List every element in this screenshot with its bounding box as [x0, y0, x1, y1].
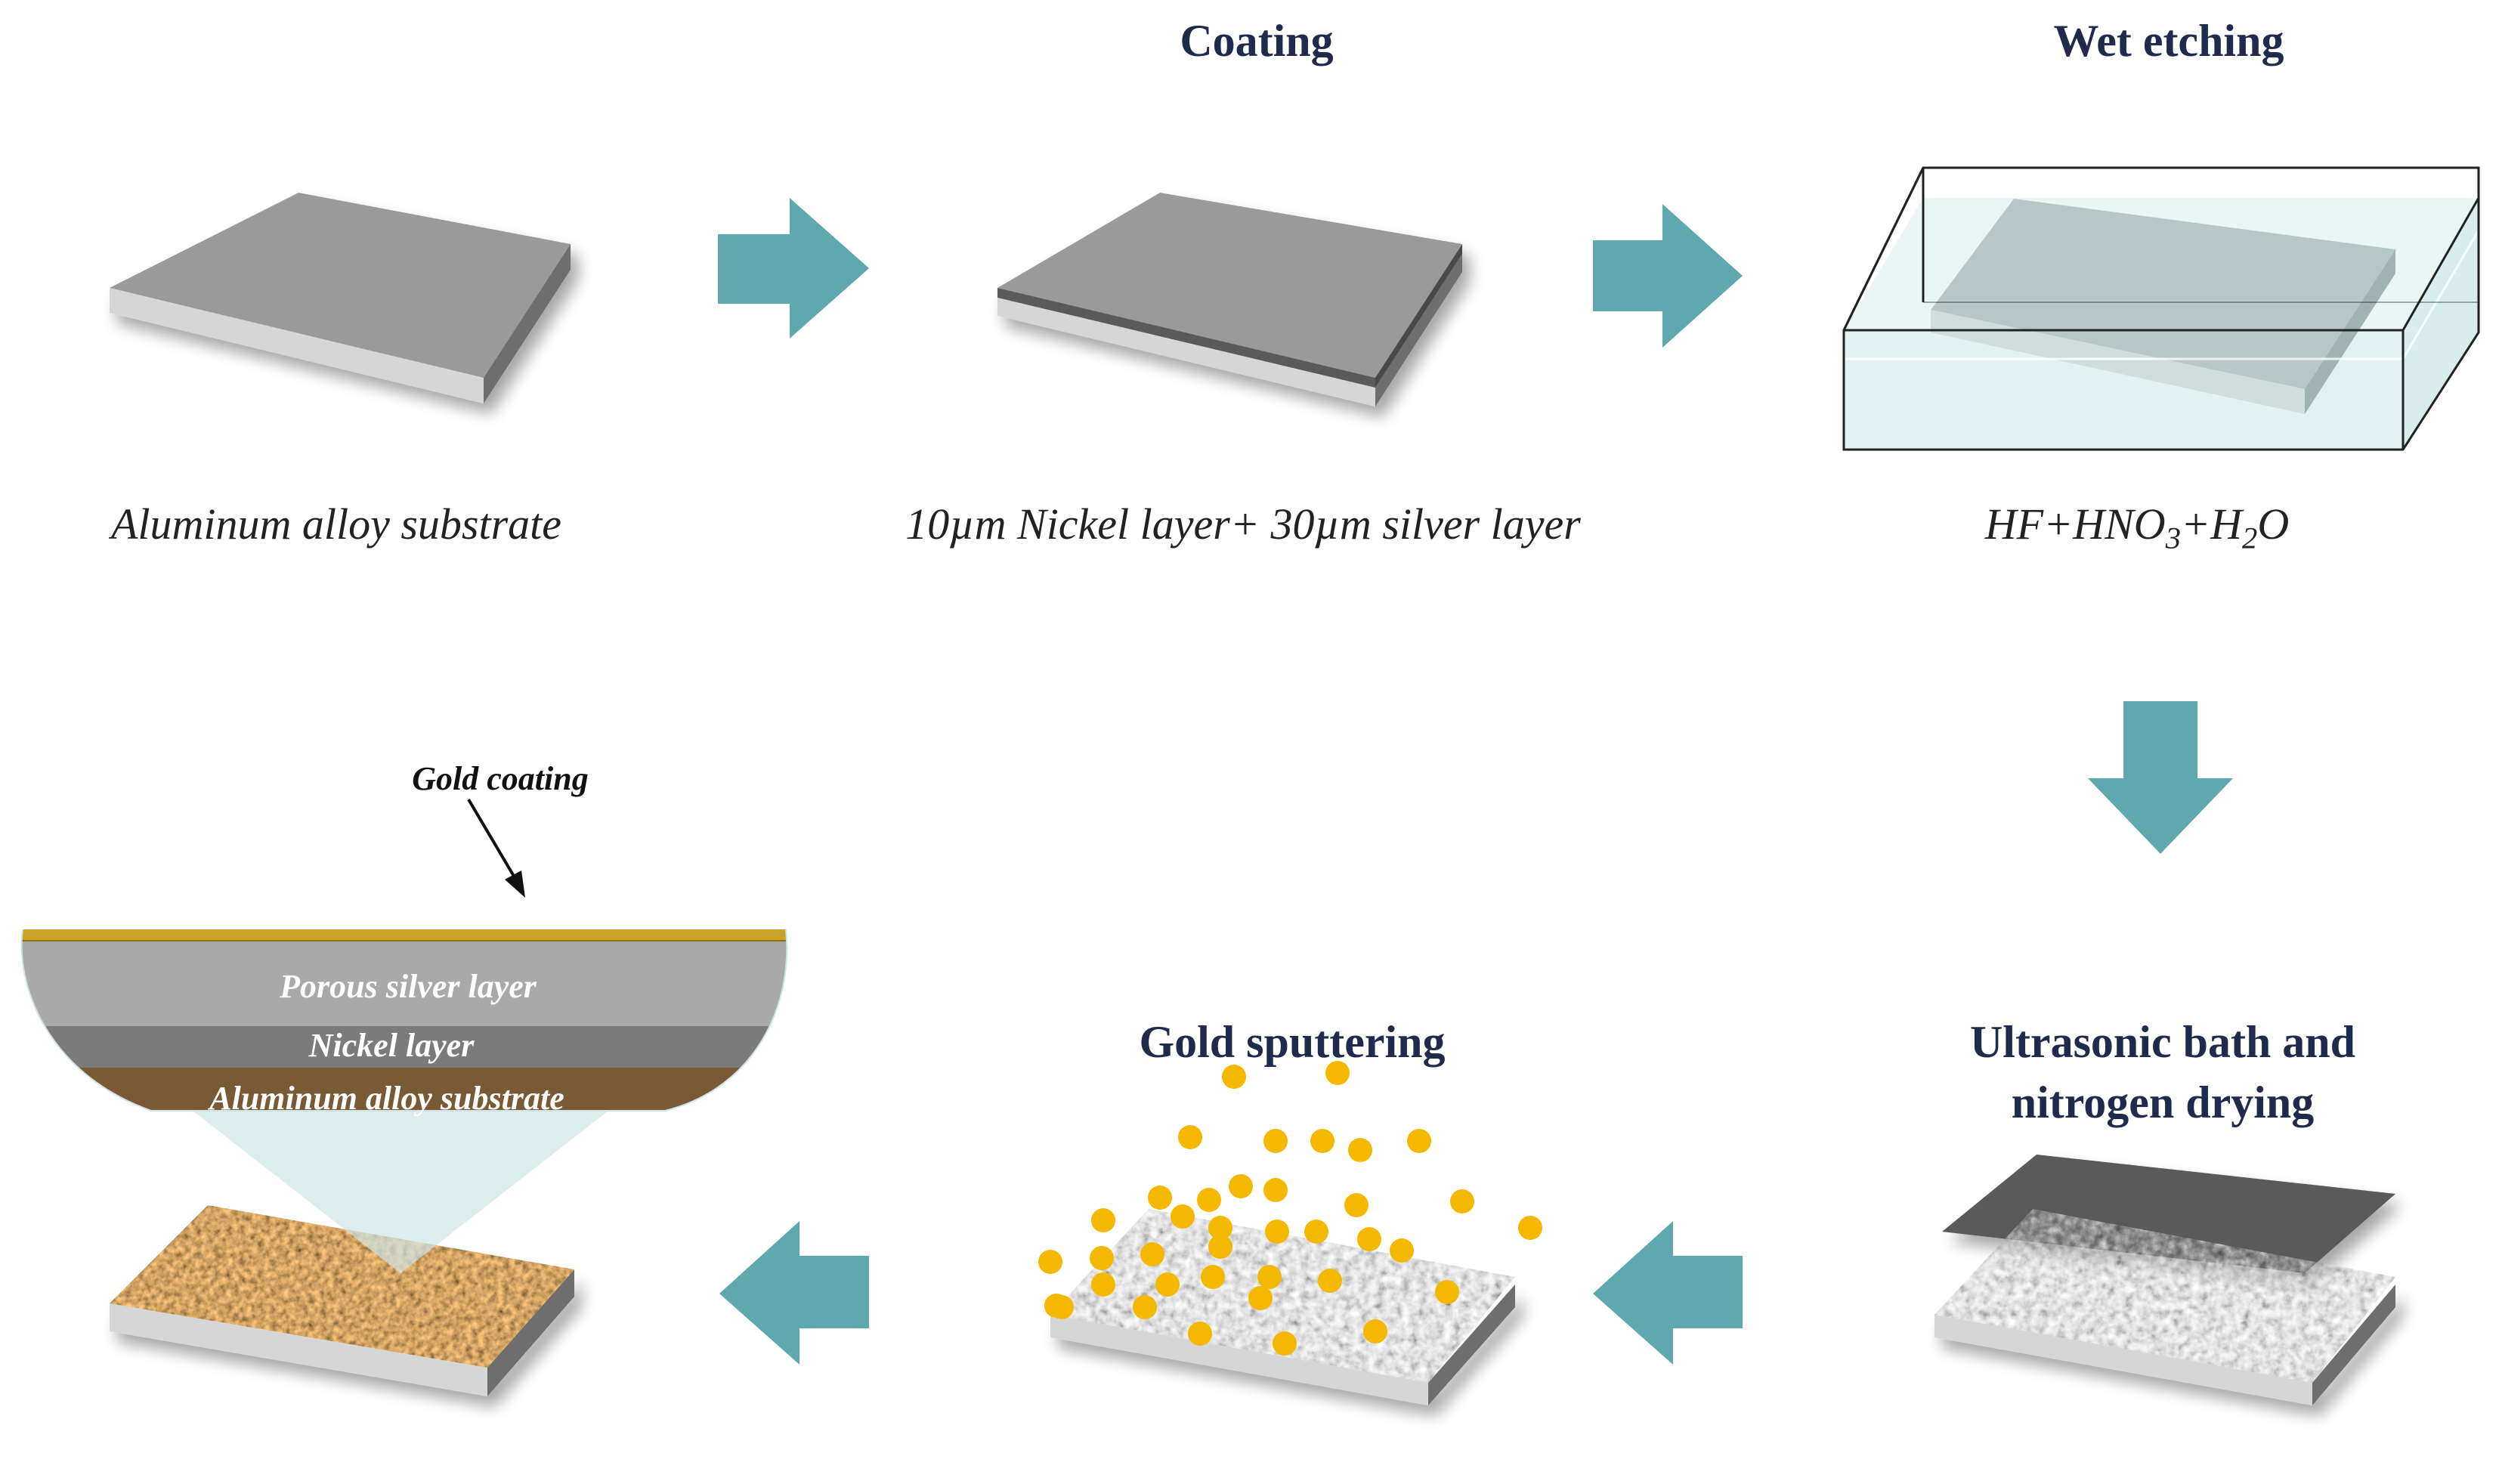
arrow-left-icon: [719, 1221, 869, 1365]
gold-particle: [1435, 1280, 1459, 1304]
gold-particle: [1178, 1125, 1202, 1149]
gold-particle: [1390, 1238, 1414, 1263]
aluminum-substrate-plate: [110, 193, 571, 403]
zoom-lens-outline: [20, 929, 788, 1111]
zoom-cone: [193, 1111, 608, 1273]
ultrasonic-title-line1: Ultrasonic bath and: [1969, 1017, 2356, 1067]
ultrasonic-title-line2: nitrogen drying: [2011, 1077, 2315, 1127]
etchant-formula: HF+HNO3+H2O: [1984, 499, 2290, 555]
arrow-down-icon: [2088, 701, 2233, 854]
gold-particle: [1148, 1186, 1172, 1210]
arrow-right-icon: [718, 198, 869, 339]
gold-particle: [1304, 1220, 1328, 1244]
gold-particle: [1357, 1227, 1381, 1251]
gold-particle: [1450, 1189, 1474, 1213]
coating-title: Coating: [1180, 16, 1334, 66]
gold-particle: [1318, 1269, 1342, 1293]
zoom-cross-section: [21, 929, 787, 1111]
gold-particle: [1263, 1129, 1288, 1153]
gold-particle: [1310, 1129, 1335, 1153]
gold-particle: [1140, 1242, 1164, 1266]
arrow-right-icon: [1593, 204, 1743, 348]
aluminum-layer-label: Aluminum alloy substrate: [209, 1080, 564, 1117]
gold-particle: [1201, 1265, 1225, 1289]
etching-tank: [1842, 166, 2480, 451]
gold-coating-layer: [21, 929, 787, 941]
gold-particle: [1197, 1188, 1221, 1212]
gold-particles: [1038, 1061, 1542, 1356]
arrowhead-icon: [505, 870, 525, 898]
gold-sputtering-title: Gold sputtering: [1139, 1017, 1446, 1067]
gold-particle: [1091, 1272, 1115, 1297]
gold-particle: [1257, 1265, 1282, 1289]
gold-particle: [1229, 1174, 1253, 1198]
gold-particle: [1222, 1065, 1246, 1089]
final-plate: [110, 1269, 574, 1396]
gold-particle: [1348, 1138, 1372, 1162]
wet-etching-title: Wet etching: [2053, 16, 2284, 66]
gold-particle: [1273, 1331, 1297, 1356]
gold-particle: [1038, 1250, 1062, 1274]
gold-particle: [1171, 1204, 1195, 1229]
gold-particle: [1208, 1216, 1232, 1240]
gold-particle: [1363, 1319, 1387, 1343]
coating-caption: 10µm Nickel layer+ 30µm silver layer: [905, 499, 1581, 549]
gold-particle: [1188, 1322, 1212, 1346]
gold-particle: [1091, 1208, 1115, 1232]
gold-particle: [1265, 1220, 1289, 1244]
coated-plate: [997, 193, 1462, 407]
arrow-left-icon: [1593, 1221, 1743, 1365]
gold-particle: [1518, 1216, 1542, 1240]
gold-coating-label: Gold coating: [412, 760, 589, 797]
substrate-caption: Aluminum alloy substrate: [110, 499, 562, 549]
gold-coating-pointer: [467, 798, 519, 884]
sputtering-plate: [1050, 1285, 1515, 1405]
gold-particle: [1407, 1129, 1431, 1153]
gold-particle: [1325, 1061, 1350, 1085]
nickel-layer-label: Nickel layer: [308, 1027, 475, 1064]
gold-particle: [1155, 1272, 1180, 1297]
gold-particle: [1344, 1193, 1369, 1217]
gold-particle: [1133, 1295, 1157, 1319]
gold-particle: [1050, 1295, 1074, 1319]
gold-particle: [1263, 1178, 1288, 1202]
gold-particle: [1248, 1286, 1273, 1310]
porous-silver-layer-label: Porous silver layer: [280, 968, 537, 1005]
gold-particle: [1090, 1246, 1114, 1270]
gold-particle: [1208, 1235, 1232, 1259]
